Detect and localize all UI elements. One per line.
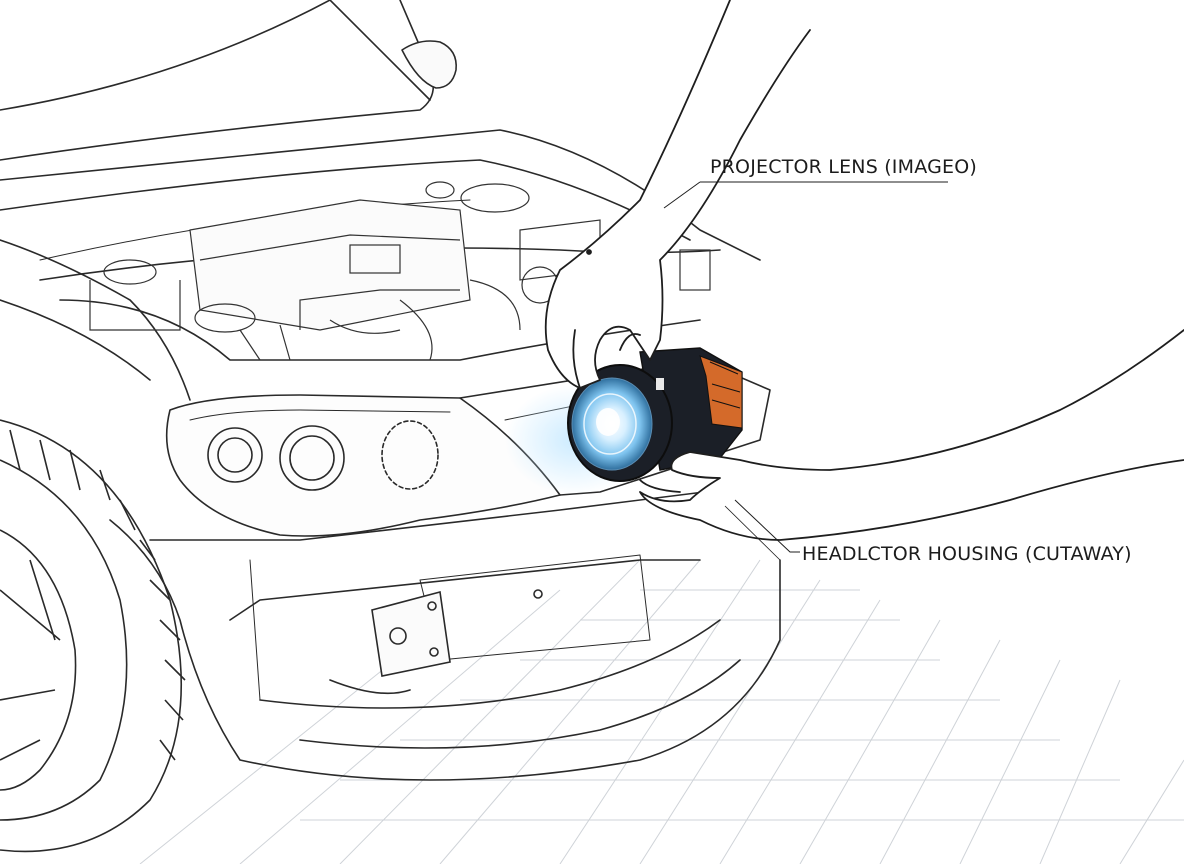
projector-lens-module [567, 347, 743, 482]
lens-leader-line [663, 181, 701, 209]
front-wheel [0, 419, 186, 853]
projector-lens-label: PROJECTOR LENS (IMAGEO) [710, 156, 977, 178]
callout-leaders [663, 181, 948, 561]
upper-hand [544, 0, 811, 389]
engine-bay [89, 181, 711, 361]
license-plate-bracket [371, 590, 451, 677]
floor-grid [139, 559, 1184, 864]
lower-hand [639, 329, 1184, 541]
headlight-housing-label: HEADLCTOR HOUSING (CUTAWAY) [802, 543, 1132, 565]
housing-leader-line [734, 499, 800, 553]
